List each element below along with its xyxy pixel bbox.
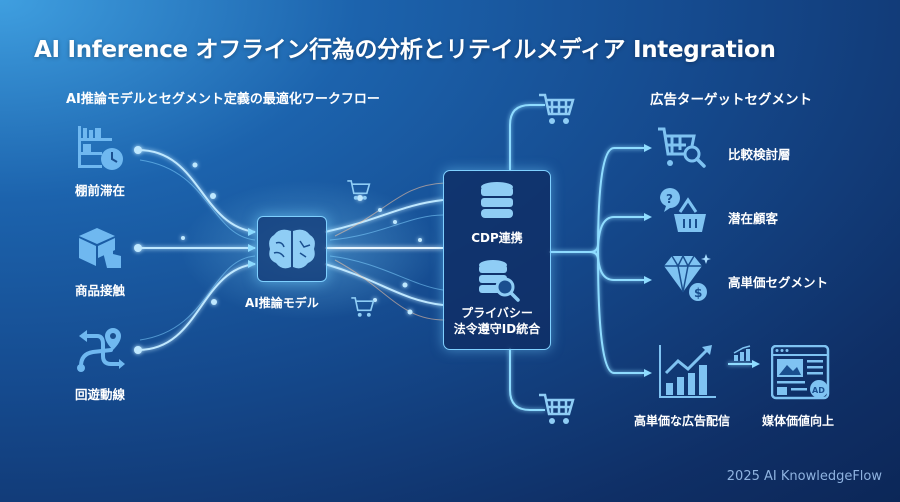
workflow-subtitle: AI推論モデルとセグメント定義の最適化ワークフロー xyxy=(66,92,380,107)
outcome-high-value-ads: 高単価な広告配信 xyxy=(634,414,731,428)
privacy-label-line1: プライバシー xyxy=(461,306,533,320)
input-product-touch: 商品接触 xyxy=(45,222,155,299)
input-shelf-dwell: 棚前滞在 xyxy=(45,122,155,199)
input-walk-path: 回遊動線 xyxy=(45,326,155,403)
page-title: AI Inference オフライン行為の分析とリテイルメディア Integra… xyxy=(34,37,776,63)
cart-icon xyxy=(539,93,575,124)
route-pin-icon xyxy=(77,328,125,372)
mini-chart-icon xyxy=(733,345,751,361)
shelf-clock-icon xyxy=(78,126,123,170)
box-hand-icon xyxy=(79,228,121,268)
ai-model-label: AI推論モデル xyxy=(245,296,319,310)
cart-icon xyxy=(347,180,371,200)
input-label: 商品接触 xyxy=(74,283,125,298)
cart-icon xyxy=(539,393,575,424)
basket-question-icon: ? xyxy=(660,188,706,232)
cart-icon xyxy=(351,297,375,317)
svg-text:?: ? xyxy=(666,192,673,206)
footer-credit: 2025 AI KnowledgeFlow xyxy=(726,469,882,484)
svg-text:$: $ xyxy=(694,286,702,300)
database-search-icon xyxy=(479,260,520,302)
segment-comparison: 比較検討層 xyxy=(728,147,791,162)
segments-heading: 広告ターゲットセグメント xyxy=(650,92,812,108)
growth-chart-icon xyxy=(659,345,716,398)
segment-high-value: 高単価セグメント xyxy=(728,275,829,290)
cart-search-icon xyxy=(658,127,706,168)
ai-model-node xyxy=(257,216,327,282)
ad-media-icon: AD xyxy=(771,345,830,400)
cdp-integration-node: CDP連携 プライバシー 法令遵守ID統合 xyxy=(443,170,551,350)
input-label: 棚前滞在 xyxy=(74,183,125,198)
input-label: 回遊動線 xyxy=(74,387,125,402)
privacy-label-line2: 法令遵守ID統合 xyxy=(453,322,541,336)
database-icon xyxy=(481,182,513,218)
diamond-dollar-icon: $ xyxy=(664,254,711,301)
cdp-label: CDP連携 xyxy=(471,231,523,245)
segment-potential: 潜在顧客 xyxy=(728,211,779,226)
brain-icon xyxy=(269,229,315,269)
svg-text:AD: AD xyxy=(812,386,825,395)
outcome-media-value: 媒体価値向上 xyxy=(762,414,835,428)
